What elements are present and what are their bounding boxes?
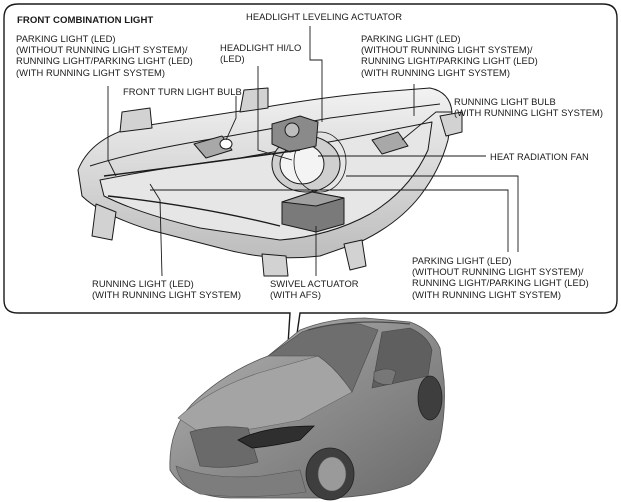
leveling-actuator-knob — [284, 122, 300, 138]
car-grille — [189, 426, 259, 468]
lamp-bracket-right — [439, 111, 463, 137]
car-roof-rail — [307, 321, 411, 331]
label-headlight-hi-lo: HEADLIGHT HI/LO (LED) — [220, 42, 302, 65]
lamp-bracket-top-left — [119, 107, 153, 133]
vehicle-illustration — [169, 317, 445, 501]
lamp-bracket-bottom-right — [343, 239, 367, 271]
lamp-bracket-bottom-left — [91, 203, 117, 241]
label-parking-light-top-left: PARKING LIGHT (LED) (WITHOUT RUNNING LIG… — [16, 33, 193, 78]
leader-lines — [107, 26, 519, 277]
label-running-light-bulb: RUNNING LIGHT BULB (WITH RUNNING LIGHT S… — [454, 96, 604, 119]
label-parking-light-bottom-right: PARKING LIGHT (LED) (WITHOUT RUNNING LIG… — [412, 255, 589, 300]
lamp-bracket-bottom-mid — [261, 253, 289, 277]
lamp-lens-edge — [89, 103, 441, 167]
led-light-guide-lower — [107, 195, 281, 227]
car-front-rim — [317, 456, 347, 492]
car-mirror — [373, 368, 397, 385]
lamp-bracket-top-mid — [239, 87, 269, 113]
diagram-title: FRONT COMBINATION LIGHT — [17, 15, 154, 26]
car-rear-wheel — [417, 375, 443, 421]
led-light-guide-upper — [103, 149, 301, 177]
running-bulb-socket — [371, 131, 409, 155]
label-running-light-led: RUNNING LIGHT (LED) (WITH RUNNING LIGHT … — [92, 278, 242, 301]
projector-ring — [293, 131, 347, 193]
label-headlight-leveling-actuator: HEADLIGHT LEVELING ACTUATOR — [246, 11, 403, 22]
headlamp-assembly — [77, 87, 463, 277]
car-headlight — [237, 425, 315, 449]
turn-bulb-glass — [219, 138, 233, 150]
swivel-actuator-top — [281, 191, 345, 207]
car-bumper — [175, 465, 307, 497]
label-swivel-actuator: SWIVEL ACTUATOR (WITH AFS) — [270, 278, 359, 301]
label-front-turn-light-bulb: FRONT TURN LIGHT BULB — [123, 86, 242, 97]
label-heat-radiation-fan: HEAT RADIATION FAN — [490, 151, 589, 162]
label-parking-light-top-right: PARKING LIGHT (LED) (WITHOUT RUNNING LIG… — [361, 33, 538, 78]
